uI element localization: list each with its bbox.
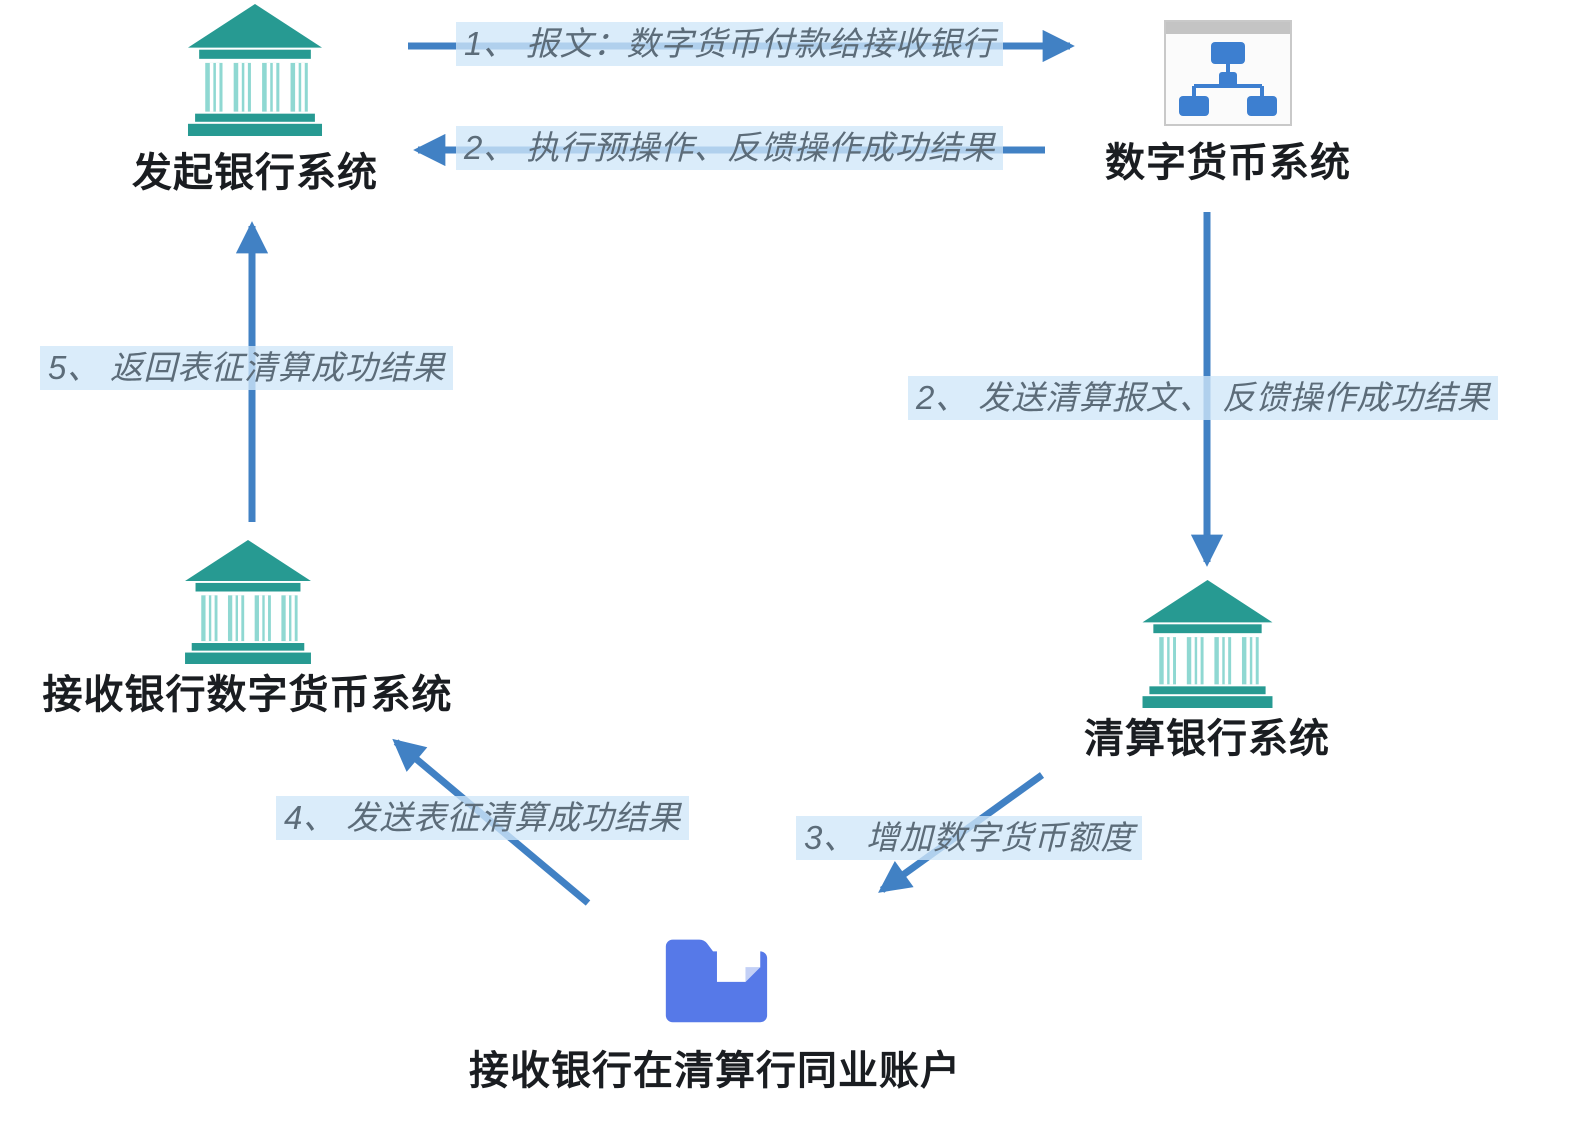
- edge-label-step3: 3、 增加数字货币额度: [796, 816, 1143, 860]
- node-receiving-bank-dc-system: 接收银行数字货币系统: [30, 540, 465, 719]
- edge-label-step1: 1、 报文：数字货币付款给接收银行: [456, 22, 1004, 66]
- edge-label-step2-feedback: 2、 执行预操作、反馈操作成功结果: [456, 126, 1004, 170]
- node-label-interbank-account: 接收银行在清算行同业账户: [469, 1049, 961, 1093]
- node-label-receiving-bank-dc-system: 接收银行数字货币系统: [42, 673, 453, 717]
- bank-icon: [178, 540, 318, 664]
- node-label-initiating-bank: 发起银行系统: [132, 151, 378, 195]
- edge-label-step5: 5、 返回表征清算成功结果: [40, 346, 454, 390]
- node-digital-currency-system: 数字货币系统: [1092, 20, 1364, 187]
- node-label-clearing-bank: 清算银行系统: [1084, 717, 1330, 761]
- bank-icon: [1135, 580, 1280, 708]
- node-initiating-bank: 发起银行系统: [105, 4, 405, 197]
- node-clearing-bank: 清算银行系统: [1072, 580, 1342, 763]
- node-interbank-account: 接收银行在清算行同业账户: [455, 916, 975, 1095]
- bank-icon: [180, 4, 330, 136]
- edge-label-step2-clearing: 2、 发送清算报文、 反馈操作成功结果: [908, 376, 1499, 420]
- folder-icon: [656, 916, 774, 1036]
- org-chart-icon: [1164, 20, 1292, 126]
- node-label-digital-currency-system: 数字货币系统: [1105, 141, 1351, 185]
- edge-label-step4: 4、 发送表征清算成功结果: [276, 796, 690, 840]
